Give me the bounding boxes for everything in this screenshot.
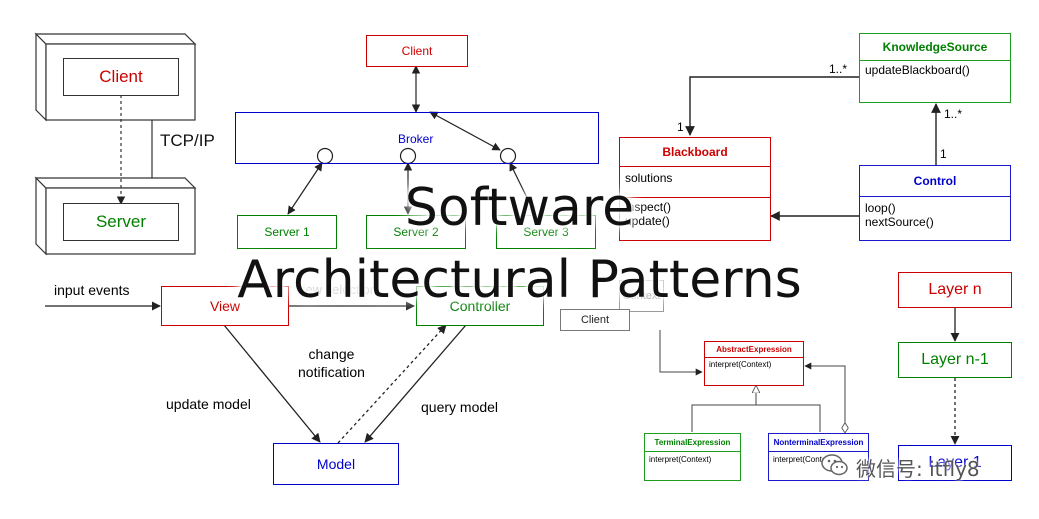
multiplicity-ks-left: 1..*	[829, 62, 848, 76]
layer-1-box: Layer 1	[898, 445, 1012, 481]
change-notification-label: change notification	[298, 345, 365, 381]
method-loop: loop()	[865, 201, 896, 215]
client-server-server-box: Server	[63, 203, 179, 241]
mvc-model-box: Model	[273, 443, 399, 485]
client-server-client-box: Client	[63, 58, 179, 96]
query-model-label: query model	[421, 399, 499, 415]
wechat-watermark: 微信号: itfly8	[820, 452, 980, 483]
interpreter-client-box: Client	[560, 309, 630, 331]
mvc-controller-box: Controller	[416, 286, 544, 326]
client-label: Client	[99, 67, 143, 86]
multiplicity-control-top: 1	[940, 147, 947, 161]
control-name: Control	[860, 166, 1010, 197]
server-1-label: Server 1	[264, 225, 310, 239]
controller-label: Controller	[449, 298, 511, 314]
broker-server-2: Server 2	[366, 215, 466, 249]
method-inspect: inspect()	[625, 200, 672, 214]
knowledgesource-class: KnowledgeSource updateBlackboard()	[859, 33, 1011, 103]
title-line-1: Software	[404, 178, 635, 238]
title-line-2: Architectural Patterns	[237, 250, 802, 310]
protocol-label: TCP/IP	[160, 131, 215, 150]
server-3-label: Server 3	[523, 225, 569, 239]
layer-1-label: Layer 1	[928, 454, 982, 471]
broker-client-box: Client	[366, 35, 468, 67]
update-model-label: update model	[166, 396, 251, 412]
mvc-connectors	[45, 301, 467, 444]
terminalexpression-method: interpret(Context)	[649, 455, 712, 464]
attr-solutions: solutions	[625, 171, 673, 185]
server-label: Server	[95, 212, 147, 231]
control-methods: loop() nextSource()	[860, 197, 1010, 233]
broker-server-3: Server 3	[496, 215, 596, 249]
blackboard-attributes: solutions	[620, 167, 770, 197]
nonterminalexpression-name: NonterminalExpression	[769, 434, 868, 452]
method-updateblackboard: updateBlackboard()	[865, 63, 970, 77]
abstractexpression-method: interpret(Context)	[709, 360, 772, 369]
nonterminalexpression-method: interpret(Context)	[773, 455, 836, 464]
context-label: Context	[622, 290, 661, 302]
blackboard-connectors	[685, 76, 941, 221]
broker-box: Broker	[235, 112, 599, 164]
broker-ports	[316, 147, 517, 165]
view-label: View	[209, 298, 241, 314]
server-2-label: Server 2	[393, 225, 439, 239]
blackboard-name: Blackboard	[620, 138, 770, 167]
abstractexpression-class: AbstractExpression interpret(Context)	[704, 341, 804, 386]
broker-label: Broker	[398, 132, 434, 146]
wechat-icon	[820, 452, 850, 483]
knowledgesource-name: KnowledgeSource	[882, 40, 988, 54]
broker-client-label: Client	[401, 44, 433, 58]
interpreter-context-box: Context	[619, 280, 664, 312]
method-nextsource: nextSource()	[865, 215, 934, 229]
knowledgesource-methods: updateBlackboard()	[860, 60, 1010, 79]
method-update: update()	[625, 214, 670, 228]
view-controller-partial-label: view selection	[296, 282, 377, 297]
model-label: Model	[316, 456, 356, 472]
multiplicity-ks-bottom: 1..*	[944, 107, 963, 121]
input-events-label: input events	[54, 282, 130, 298]
control-class: Control loop() nextSource()	[859, 165, 1011, 241]
interpreter-connectors	[659, 330, 845, 432]
layer-n-1-label: Layer n-1	[921, 351, 989, 368]
interpreter-client-label: Client	[580, 314, 610, 326]
layer-n-box: Layer n	[898, 272, 1012, 308]
multiplicity-bb-top: 1	[677, 120, 684, 134]
blackboard-methods: inspect() update()	[620, 197, 770, 230]
broker-connectors	[287, 65, 536, 215]
blackboard-class: Blackboard solutions inspect() update()	[619, 137, 771, 241]
watermark-text: 微信号: itfly8	[856, 457, 980, 481]
nonterminalexpression-class: NonterminalExpression interpret(Context)	[768, 433, 869, 481]
terminalexpression-name: TerminalExpression	[645, 434, 740, 452]
mvc-view-box: View	[161, 286, 289, 326]
layer-n-label: Layer n	[928, 281, 982, 298]
broker-server-1: Server 1	[237, 215, 337, 249]
change-notification-text: change notification	[298, 346, 365, 380]
layer-n-1-box: Layer n-1	[898, 342, 1012, 378]
abstractexpression-name: AbstractExpression	[705, 342, 803, 358]
terminalexpression-class: TerminalExpression interpret(Context)	[644, 433, 741, 481]
